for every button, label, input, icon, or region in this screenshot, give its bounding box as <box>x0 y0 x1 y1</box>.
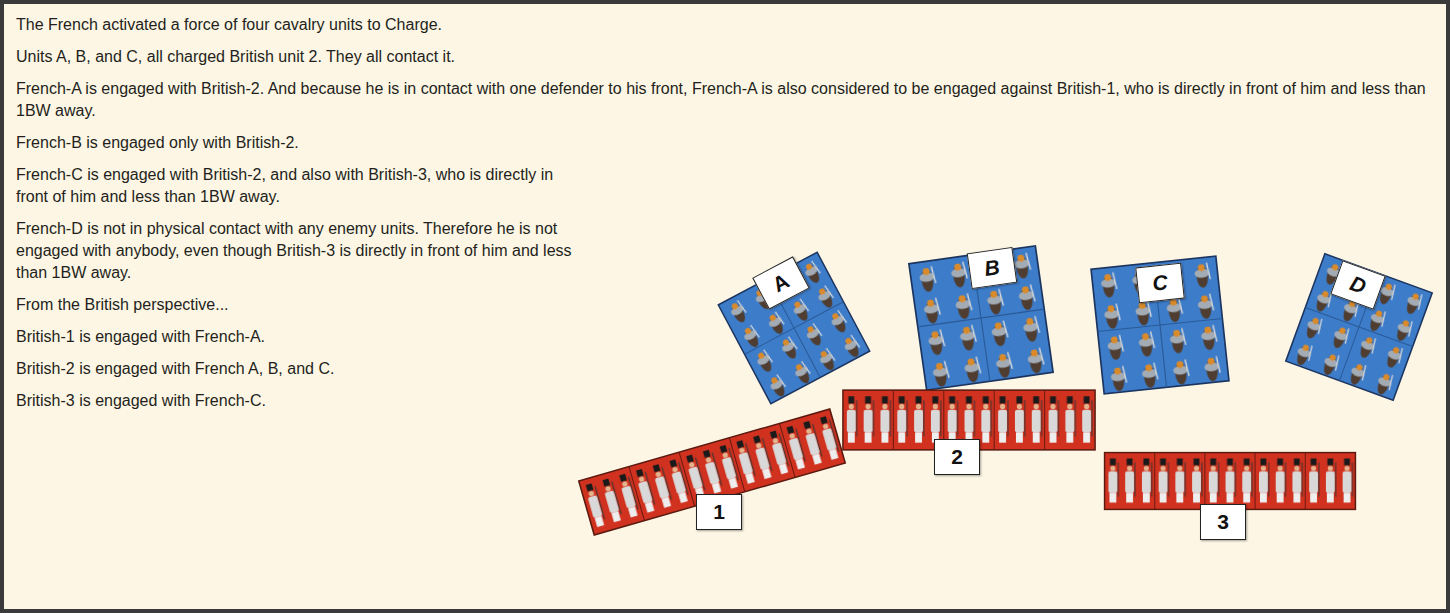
rule-text: French-B is engaged only with British-2. <box>16 132 1434 154</box>
unit-label: C <box>1135 263 1185 304</box>
unit-label-text: C <box>1151 270 1169 295</box>
cavalry-unit <box>1286 254 1432 400</box>
unit-label-text: B <box>983 255 1001 281</box>
infantry-unit <box>579 409 846 535</box>
rule-text: French-A is engaged with British-2. And … <box>16 78 1434 122</box>
infantry-unit <box>1105 453 1356 510</box>
rule-text: French-D is not in physical contact with… <box>16 218 582 284</box>
unit-label: B <box>967 247 1018 289</box>
unit-label: 2 <box>934 439 980 475</box>
cavalry-unit <box>909 246 1053 390</box>
rule-text-column: The French activated a force of four cav… <box>16 14 1434 422</box>
unit-label-text: 2 <box>951 445 963 469</box>
unit-label: 3 <box>1200 504 1246 540</box>
rule-text: Units A, B, and C, all charged British u… <box>16 46 1434 68</box>
rule-text: British-1 is engaged with French-A. <box>16 326 582 348</box>
rule-text: French-C is engaged with British-2, and … <box>16 164 582 208</box>
unit-label-text: 3 <box>1217 510 1229 534</box>
unit-label-text: D <box>1347 271 1369 299</box>
unit-label-text: A <box>769 269 794 297</box>
cavalry-unit <box>1091 256 1229 394</box>
rule-text: British-2 is engaged with French A, B, a… <box>16 358 582 380</box>
rule-text: The French activated a force of four cav… <box>16 14 1434 36</box>
cavalry-unit <box>718 252 869 403</box>
rule-text: From the British perspective... <box>16 294 582 316</box>
unit-label-text: 1 <box>713 500 725 524</box>
rule-text: British-3 is engaged with French-C. <box>16 390 582 412</box>
unit-label: 1 <box>696 494 742 530</box>
